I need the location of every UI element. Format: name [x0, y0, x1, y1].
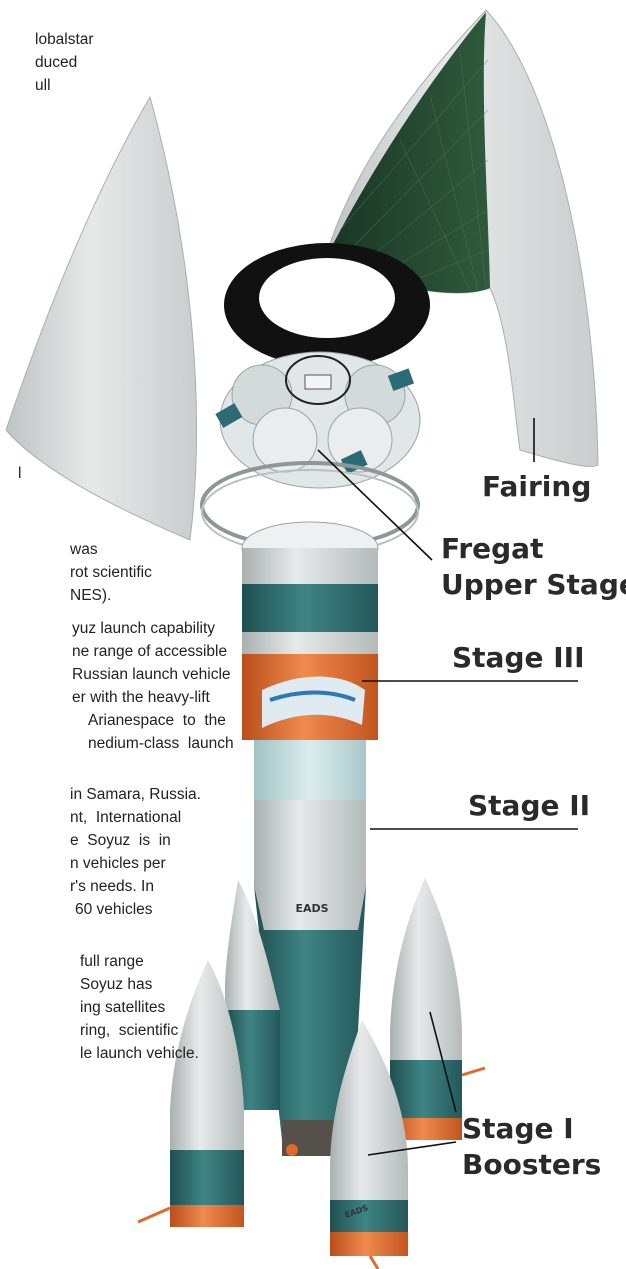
- body-text-line: nedium-class launch: [88, 732, 234, 755]
- stage-three: [242, 522, 378, 740]
- body-text-line: yuz launch capability: [72, 617, 215, 640]
- fregat-body: [215, 352, 420, 488]
- body-text-line: ing satellites: [80, 996, 165, 1019]
- body-text-line: ring, scientific: [80, 1019, 178, 1042]
- label-stage-three: Stage III: [452, 641, 584, 675]
- body-text-line: ull: [35, 74, 51, 97]
- stage-two-logo: EADS: [295, 902, 328, 915]
- body-text-line: in Samara, Russia.: [70, 783, 201, 806]
- body-text-line: was: [70, 538, 98, 561]
- body-text-line: n vehicles per: [70, 852, 166, 875]
- body-text-line: ne range of accessible: [72, 640, 227, 663]
- body-text-line: Soyuz has: [80, 973, 152, 996]
- label-fairing: Fairing: [482, 470, 591, 504]
- body-text-line: full range: [80, 950, 144, 973]
- payload-adapter-opening: [259, 258, 395, 338]
- label-fregat-line1: Fregat: [441, 532, 543, 566]
- body-text-line: e Soyuz is in: [70, 829, 171, 852]
- body-text-line: er with the heavy-lift: [72, 686, 210, 709]
- body-text-line: rot scientific: [70, 561, 152, 584]
- body-text-line: nt, International: [70, 806, 181, 829]
- booster-right: [390, 878, 485, 1140]
- stage-interstage: [254, 740, 366, 800]
- body-text-line: NES).: [70, 584, 111, 607]
- body-text-line: duced: [35, 51, 77, 74]
- fairing-left-half: [6, 97, 197, 540]
- body-text-line: r's needs. In: [70, 875, 154, 898]
- body-text-line: 60 vehicles: [75, 898, 153, 921]
- label-stage-one-line1: Stage I: [462, 1112, 574, 1146]
- label-stage-two: Stage II: [468, 789, 590, 823]
- body-text-line: l: [18, 462, 21, 485]
- body-text-line: Russian launch vehicle: [72, 663, 231, 686]
- body-text-line: le launch vehicle.: [80, 1042, 199, 1065]
- label-fregat-line2: Upper Stage: [441, 568, 626, 602]
- body-text-line: lobalstar: [35, 28, 94, 51]
- body-text-line: Arianespace to the: [88, 709, 226, 732]
- label-stage-one-line2: Boosters: [462, 1148, 601, 1182]
